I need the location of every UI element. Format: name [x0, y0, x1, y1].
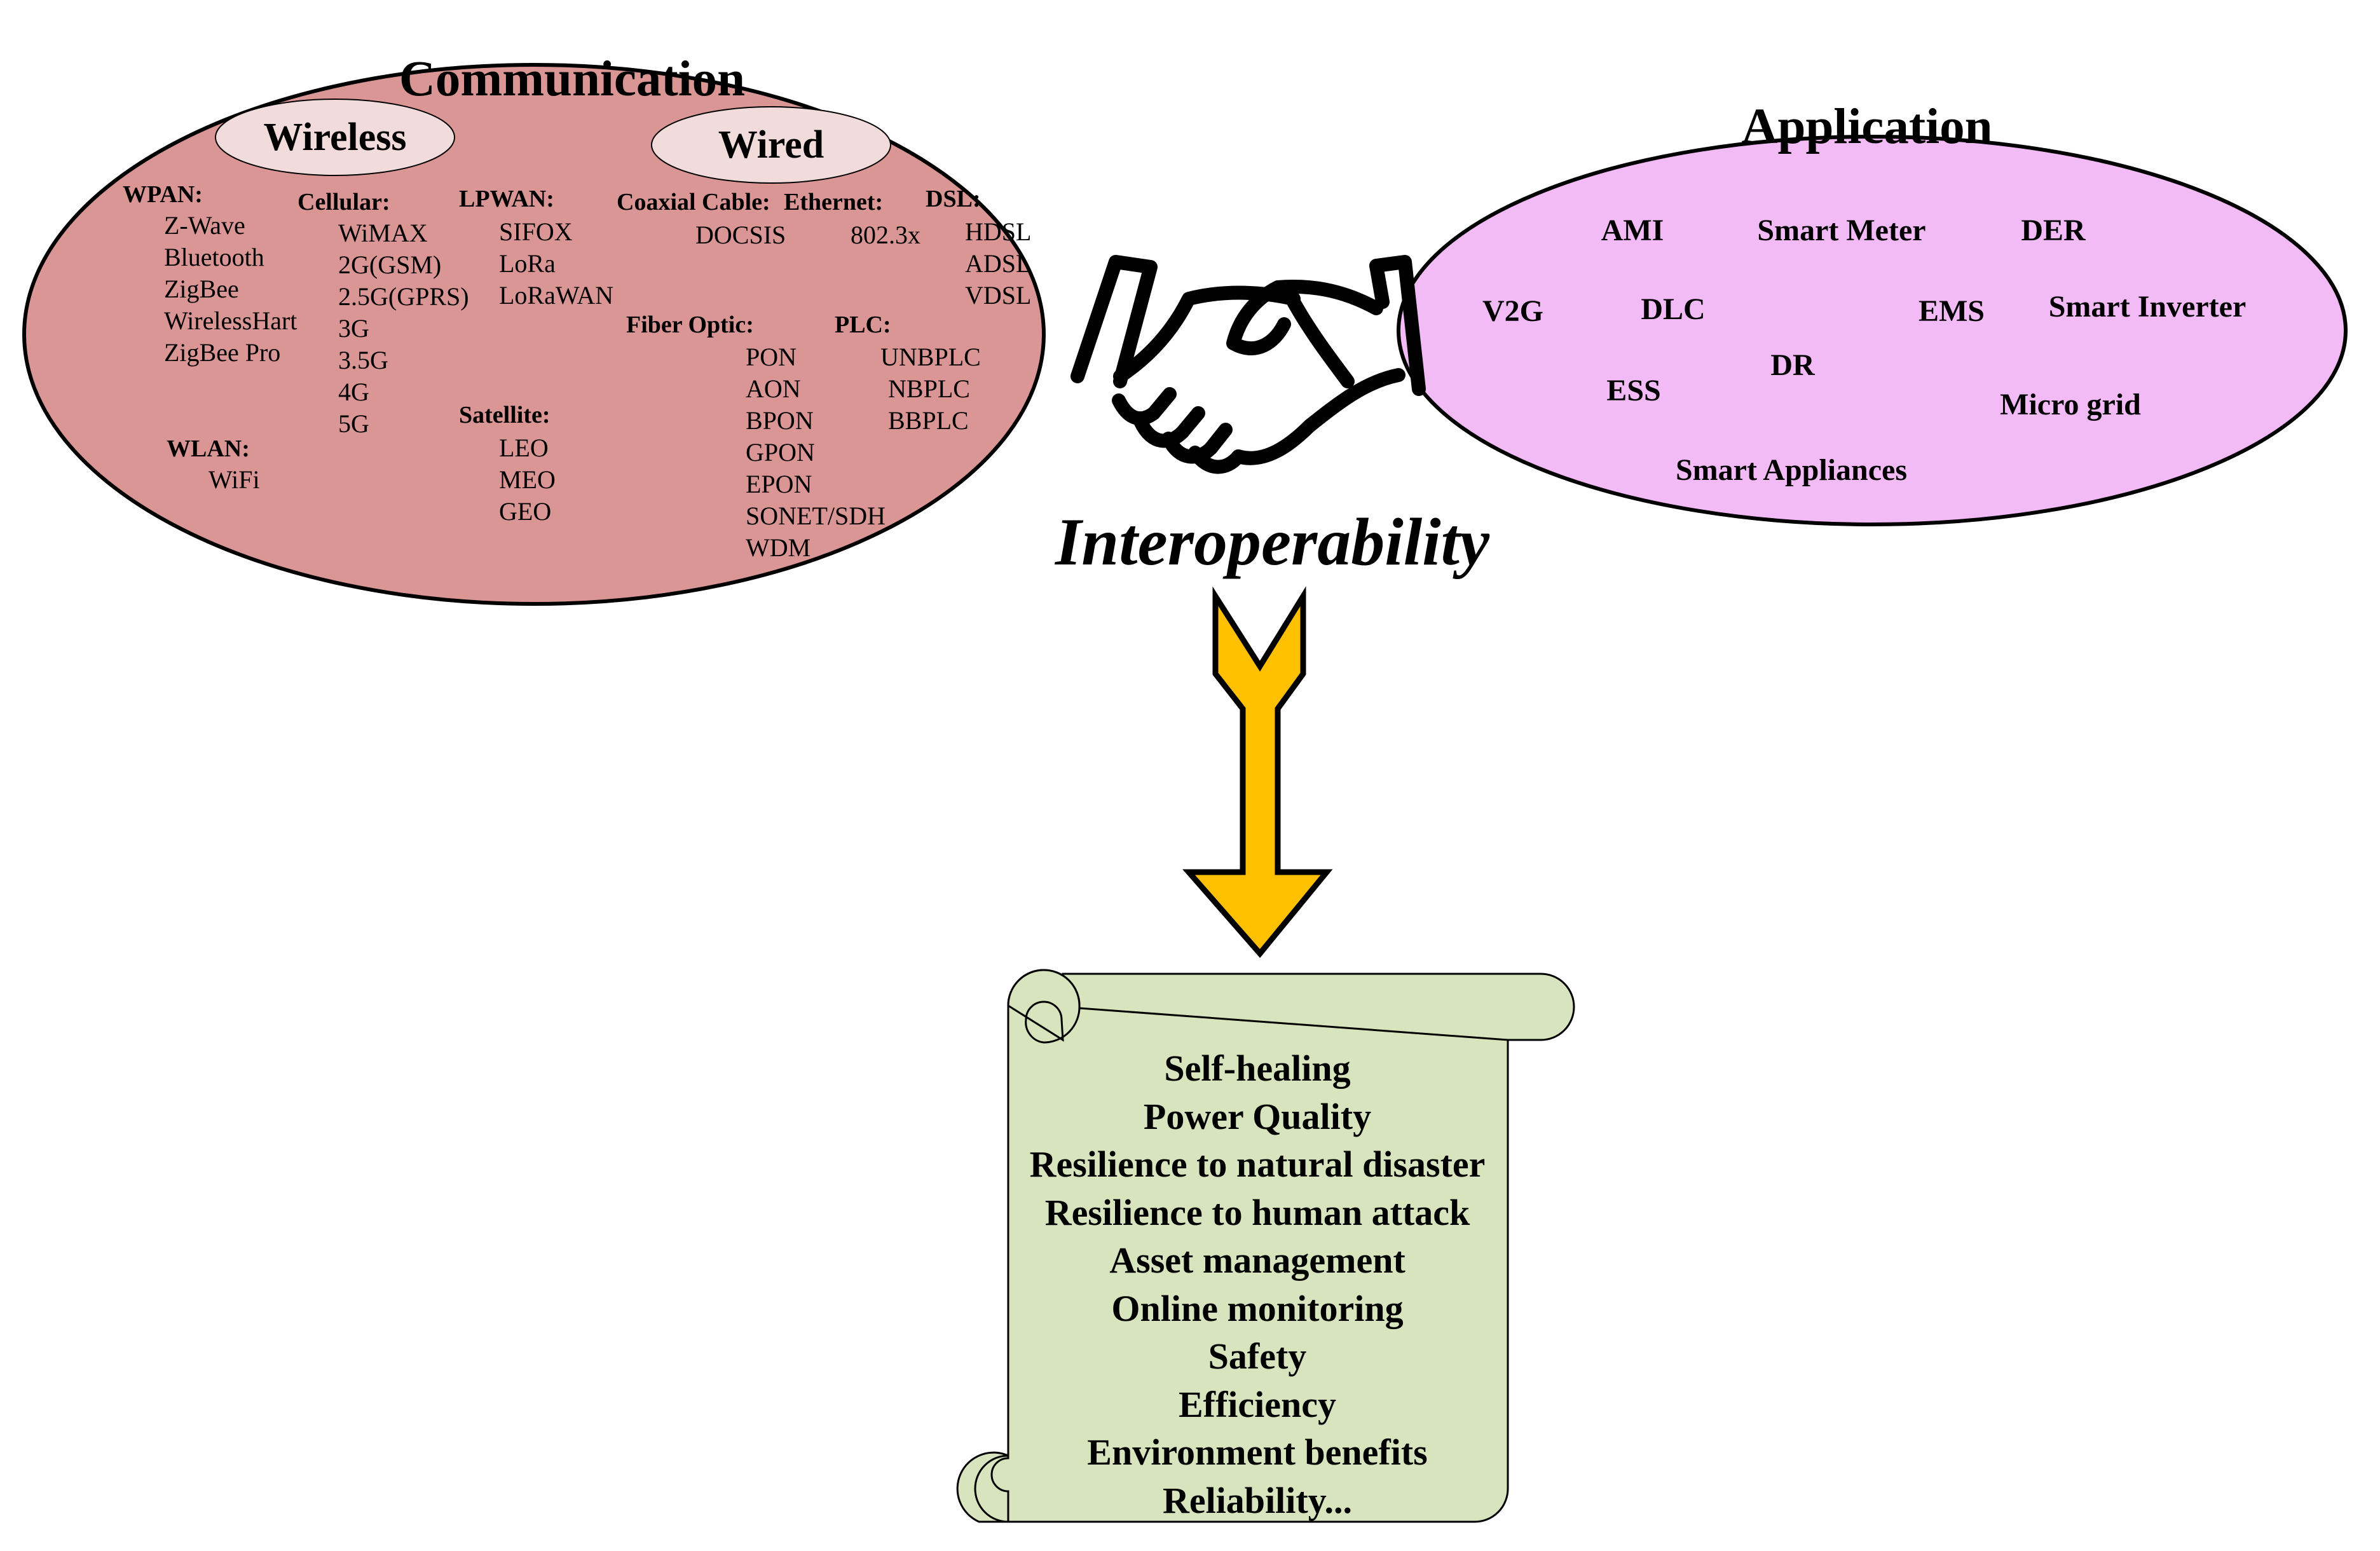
fiber-optic-item: SONET/SDH: [746, 502, 886, 530]
benefit-item: Resilience to human attack: [1045, 1192, 1470, 1233]
app-item-smart-inverter: Smart Inverter: [2049, 290, 2247, 324]
app-item-micro-grid: Micro grid: [2000, 388, 2141, 421]
app-item-der: DER: [2021, 214, 2086, 247]
wpan-item: Bluetooth: [164, 243, 264, 271]
benefit-item: Resilience to natural disaster: [1030, 1144, 1486, 1185]
wpan-label: WPAN:: [123, 181, 203, 208]
plc-item: BBPLC: [888, 406, 969, 435]
lpwan-item: SIFOX: [499, 217, 573, 246]
wired-pill: [651, 106, 891, 184]
app-item-ems: EMS: [1918, 294, 1985, 328]
coaxial-item: DOCSIS: [695, 221, 786, 249]
lpwan-item: LoRa: [499, 249, 556, 278]
app-item-smart-meter: Smart Meter: [1757, 214, 1925, 247]
cellular-item: WiMAX: [338, 219, 428, 247]
wireless-label: Wireless: [263, 116, 406, 159]
satellite-item: MEO: [499, 465, 556, 494]
cellular-item: 2G(GSM): [338, 250, 441, 279]
fiber-optic-item: GPON: [746, 438, 815, 467]
ethernet-label: Ethernet:: [784, 189, 883, 215]
scroll-bottom-curl: [974, 1454, 1009, 1523]
fiber-optic-label: Fiber Optic:: [626, 311, 754, 338]
communication-ellipse: [22, 63, 1046, 606]
benefit-item: Asset management: [1109, 1240, 1405, 1281]
cellular-item: 5G: [338, 409, 369, 438]
fiber-optic-item: BPON: [746, 406, 814, 435]
satellite-item: GEO: [499, 497, 551, 526]
app-item-smart-appliances: Smart Appliances: [1676, 453, 1907, 487]
communication-group: Communication Wireless Wired WPAN: Z-Wav…: [22, 51, 1046, 606]
dsl-item: HDSL: [965, 217, 1031, 246]
application-title: Application: [1741, 99, 1992, 154]
down-arrow: [1182, 586, 1333, 958]
scroll-top-curl: [1007, 969, 1081, 1044]
fiber-optic-item: EPON: [746, 470, 812, 498]
wpan-item: ZigBee: [164, 275, 239, 303]
app-item-dr: DR: [1770, 348, 1816, 382]
wlan-item: WiFi: [209, 465, 260, 494]
satellite-item: LEO: [499, 434, 549, 462]
benefit-item: Environment benefits: [1087, 1431, 1427, 1473]
wpan-item: Z-Wave: [164, 211, 245, 240]
application-ellipse: [1397, 135, 2348, 526]
benefit-item: Self-healing: [1164, 1048, 1350, 1089]
handshake-icon: [1070, 255, 1426, 474]
cellular-item: 2.5G(GPRS): [338, 282, 469, 311]
benefit-item: Reliability...: [1163, 1480, 1352, 1521]
app-item-v2g: V2G: [1482, 294, 1543, 328]
fiber-optic-item: PON: [746, 343, 797, 371]
lpwan-label: LPWAN:: [459, 186, 554, 212]
wpan-item: ZigBee Pro: [164, 338, 280, 367]
fiber-optic-item: AON: [746, 374, 801, 403]
communication-title: Communication: [399, 51, 745, 107]
benefits-scroll: [956, 969, 1575, 1523]
lpwan-item: LoRaWAN: [499, 281, 613, 310]
satellite-label: Satellite:: [459, 402, 551, 428]
application-group: Application AMI Smart Meter DER V2G DLC …: [1397, 99, 2348, 526]
wlan-label: WLAN:: [167, 435, 250, 462]
wired-label: Wired: [718, 123, 824, 167]
ethernet-item: 802.3x: [851, 221, 920, 249]
app-item-ess: ESS: [1606, 374, 1660, 407]
benefit-item: Efficiency: [1179, 1384, 1336, 1425]
benefits-list: Self-healing Power Quality Resilience to…: [1030, 1048, 1486, 1521]
plc-item: NBPLC: [888, 374, 970, 403]
plc-item: UNBPLC: [880, 343, 981, 371]
cellular-item: 4G: [338, 378, 369, 406]
cellular-label: Cellular:: [298, 189, 390, 215]
benefit-item: Power Quality: [1144, 1096, 1371, 1137]
interoperability-label: Interoperability: [1054, 505, 1490, 579]
wpan-item: WirelessHart: [164, 306, 297, 335]
app-item-ami: AMI: [1601, 214, 1664, 247]
fiber-optic-item: WDM: [746, 533, 810, 562]
cellular-item: 3G: [338, 314, 369, 343]
app-item-dlc: DLC: [1641, 292, 1705, 326]
dsl-label: DSL:: [926, 186, 981, 212]
dsl-item: ADSL: [965, 249, 1031, 278]
coaxial-label: Coaxial Cable:: [617, 189, 770, 215]
plc-label: PLC:: [835, 311, 891, 338]
benefit-item: Online monitoring: [1111, 1288, 1403, 1329]
cellular-item: 3.5G: [338, 346, 388, 374]
dsl-item: VDSL: [965, 281, 1031, 310]
benefit-item: Safety: [1208, 1336, 1307, 1377]
wireless-pill: [215, 99, 455, 176]
